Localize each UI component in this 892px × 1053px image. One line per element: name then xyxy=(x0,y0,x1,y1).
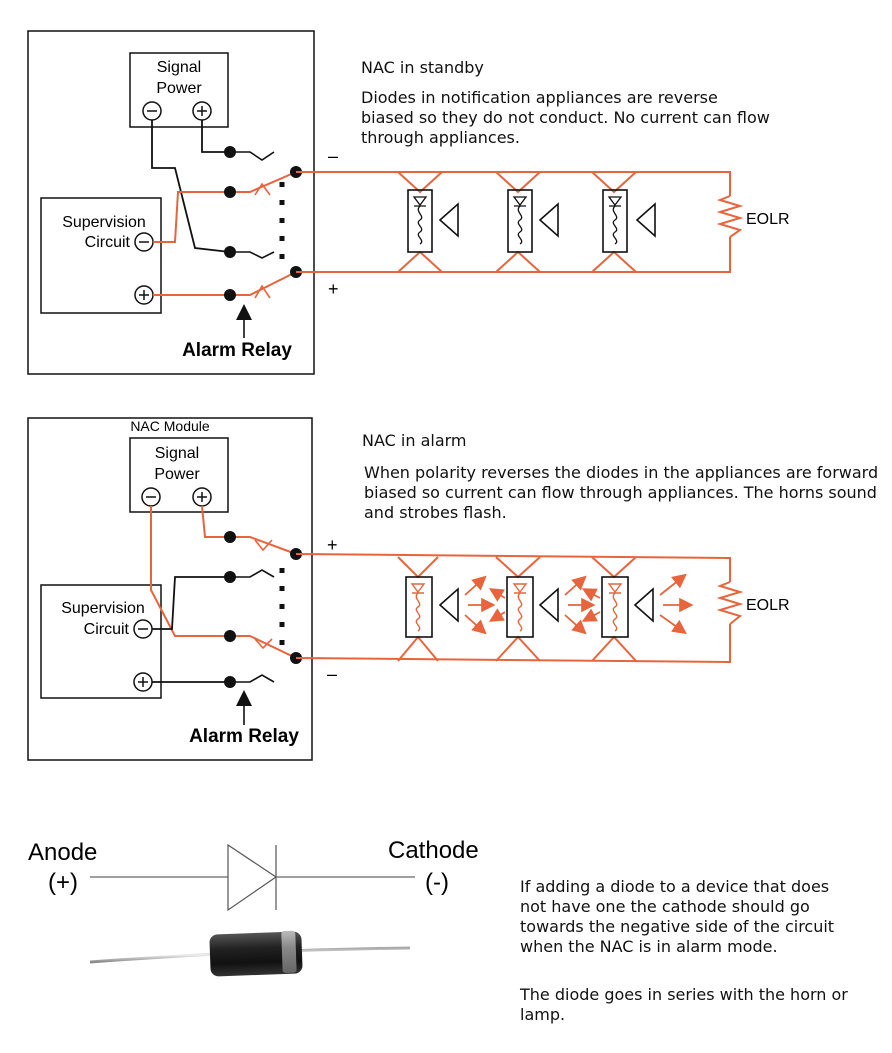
alarm-output-arrows xyxy=(464,573,694,635)
alarm-circuit-label: Circuit xyxy=(84,621,130,638)
standby-power-label: Power xyxy=(156,80,202,97)
standby-eolr xyxy=(716,195,744,238)
alarm-eolr xyxy=(716,581,744,625)
alarm-supervision-box xyxy=(40,584,162,699)
standby-title: NAC in standby xyxy=(361,58,484,77)
standby-diagram: Signal Power Supervision Circuit xyxy=(27,30,790,375)
standby-circuit-label: Circuit xyxy=(85,234,131,251)
standby-eolr-label: EOLR xyxy=(746,211,790,228)
diode-note-series: The diode goes in series with the horn o… xyxy=(520,985,848,1024)
standby-appliance-boxes xyxy=(407,189,656,253)
cathode-sign: (-) xyxy=(425,869,449,896)
standby-supervision-box xyxy=(40,197,162,314)
alarm-panel xyxy=(27,417,313,761)
alarm-diagram: NAC Module Signal Power Supervision Circ… xyxy=(27,417,790,761)
alarm-title: NAC in alarm xyxy=(362,431,467,450)
alarm-eolr-label: EOLR xyxy=(746,597,790,614)
standby-signal-power-box xyxy=(129,52,229,128)
diode-illustration: Anode (+) Cathode (-) xyxy=(28,837,479,977)
alarm-bottom-polarity: – xyxy=(327,664,337,684)
alarm-signal-power-box xyxy=(129,437,229,513)
cathode-label: Cathode xyxy=(388,837,479,864)
alarm-description: When polarity reverses the diodes in the… xyxy=(364,463,879,522)
standby-alarm-relay-label: Alarm Relay xyxy=(182,340,292,361)
standby-panel xyxy=(27,30,315,375)
standby-bottom-polarity: + xyxy=(328,279,339,299)
diode-photo xyxy=(89,930,411,977)
alarm-module-label: NAC Module xyxy=(130,418,210,434)
standby-supervision-label: Supervision xyxy=(62,214,146,231)
standby-signal-label: Signal xyxy=(157,59,201,76)
alarm-top-polarity: + xyxy=(327,535,338,555)
diode-note-cathode: If adding a diode to a device that does … xyxy=(520,877,835,956)
standby-top-polarity: – xyxy=(328,146,338,166)
alarm-power-label: Power xyxy=(154,466,200,483)
diode-symbol xyxy=(227,843,278,912)
anode-label: Anode xyxy=(28,839,97,866)
alarm-alarm-relay-label: Alarm Relay xyxy=(189,726,299,747)
anode-sign: (+) xyxy=(48,869,78,896)
alarm-signal-label: Signal xyxy=(155,445,199,462)
standby-description: Diodes in notification appliances are re… xyxy=(361,88,770,147)
alarm-supervision-label: Supervision xyxy=(61,600,145,617)
standby-appliances xyxy=(397,171,637,273)
